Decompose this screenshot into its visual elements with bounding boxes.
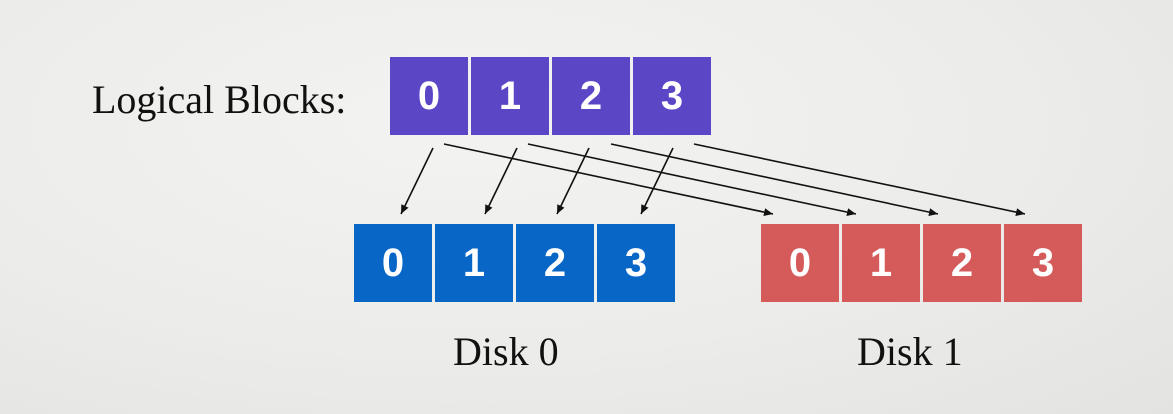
arrow-logical-1-to-disk1-1 bbox=[527, 143, 857, 217]
arrow-logical-3-to-disk1-3 bbox=[693, 143, 1026, 217]
arrow-logical-3-to-disk0-3 bbox=[640, 147, 674, 215]
disk0-block-3: 3 bbox=[597, 224, 675, 302]
logical-blocks-row: 0 1 2 3 bbox=[390, 57, 711, 135]
disk1-block-3: 3 bbox=[1004, 224, 1082, 302]
disk1-block-0: 0 bbox=[761, 224, 839, 302]
arrow-logical-0-to-disk0-0 bbox=[400, 147, 434, 215]
disk0-block-2: 2 bbox=[516, 224, 594, 302]
logical-block-0: 0 bbox=[390, 57, 468, 135]
logical-block-1: 1 bbox=[471, 57, 549, 135]
disk0-label: Disk 0 bbox=[453, 329, 559, 374]
logical-blocks-label: Logical Blocks: bbox=[92, 77, 347, 122]
disk1-block-2: 2 bbox=[923, 224, 1001, 302]
disk1-label: Disk 1 bbox=[857, 329, 963, 374]
disk0-block-0: 0 bbox=[354, 224, 432, 302]
arrow-logical-2-to-disk1-2 bbox=[610, 143, 939, 217]
disk1-block-1: 1 bbox=[842, 224, 920, 302]
arrow-logical-2-to-disk0-2 bbox=[556, 147, 590, 215]
disk0-block-1: 1 bbox=[435, 224, 513, 302]
arrow-logical-0-to-disk1-0 bbox=[443, 143, 774, 217]
disk0-blocks-row: 0 1 2 3 bbox=[354, 224, 675, 302]
logical-block-2: 2 bbox=[552, 57, 630, 135]
disk1-blocks-row: 0 1 2 3 bbox=[761, 224, 1082, 302]
logical-block-3: 3 bbox=[633, 57, 711, 135]
